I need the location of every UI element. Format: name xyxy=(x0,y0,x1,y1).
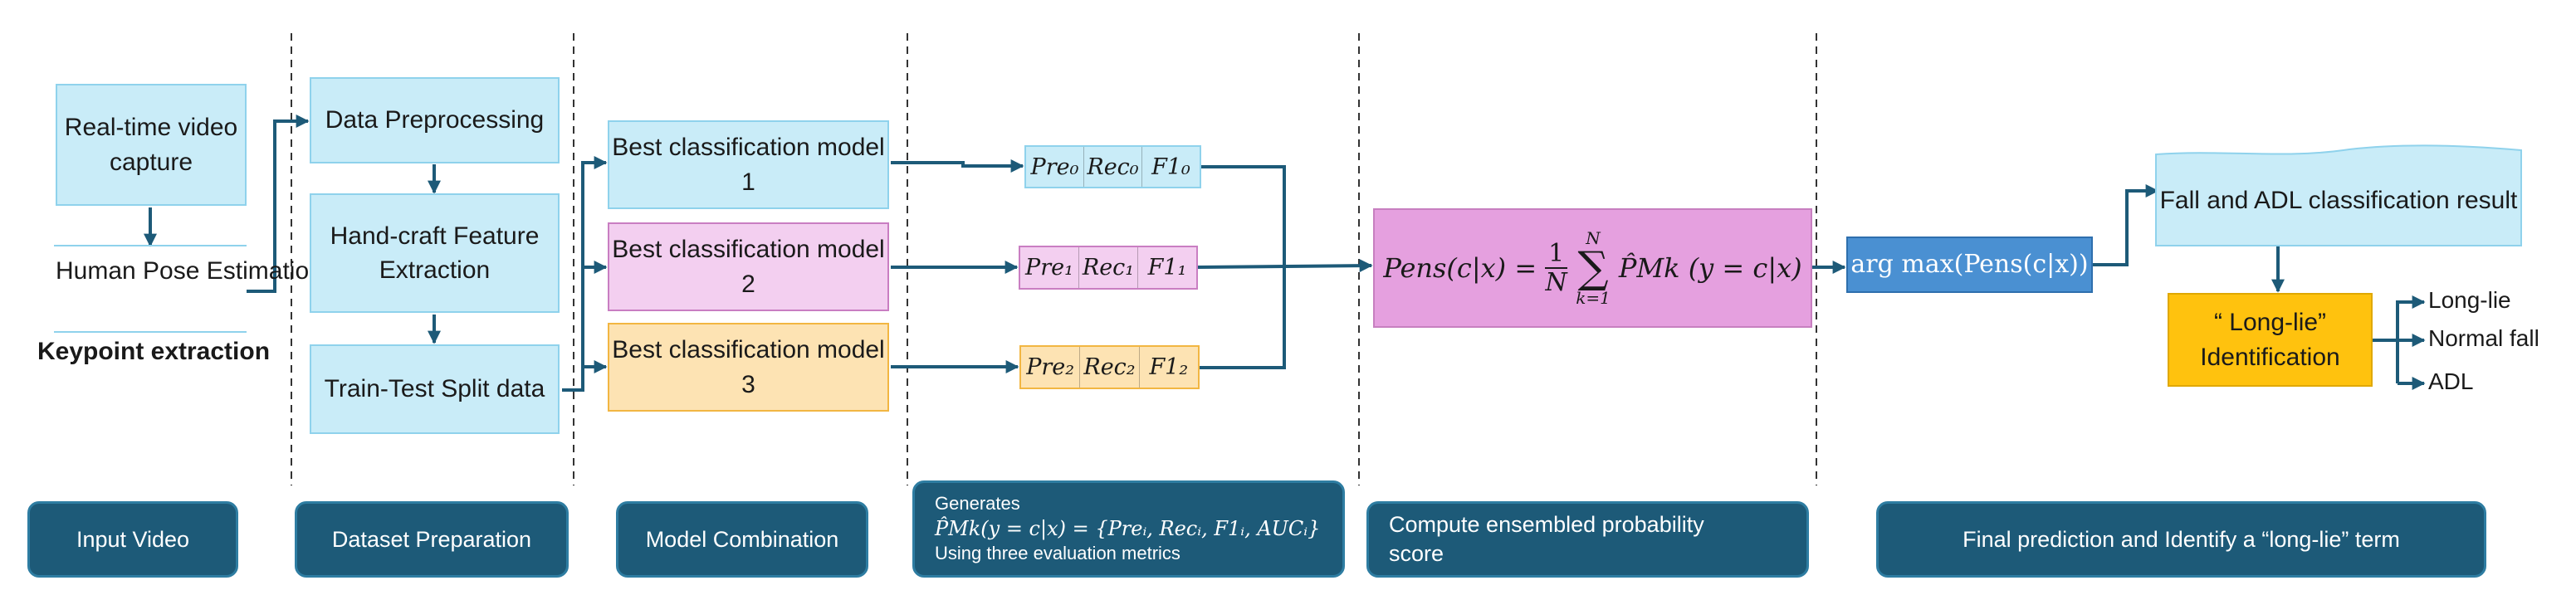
video-capture-box: Real-time video capture xyxy=(56,84,247,206)
model-3-label: Best classification model 3 xyxy=(612,336,885,398)
stage-model-combination: Model Combination xyxy=(616,501,868,578)
ensemble-formula-box: Pens(c|x) = 1 N N ∑ k=1 P̂Mk (y = c|x) xyxy=(1373,208,1812,328)
model-2-label: Best classification model 2 xyxy=(612,236,885,298)
feature-extraction-box: Hand-craft Feature Extraction xyxy=(310,193,560,313)
model-1-box: Best classification model 1 xyxy=(608,120,889,209)
long-lie-label: “ Long-lie” Identification xyxy=(2200,309,2340,371)
stage-final-prediction: Final prediction and Identify a “long-li… xyxy=(1876,501,2486,578)
preprocessing-label: Data Preprocessing xyxy=(325,106,545,134)
generates-title: Generates xyxy=(935,493,1020,515)
metric-f1-2: F1₂ xyxy=(1138,347,1198,388)
result-label: Fall and ADL classification result xyxy=(2159,187,2518,215)
result-box: Fall and ADL classification result xyxy=(2156,158,2521,244)
ensemble-fraction: 1 N xyxy=(1545,240,1568,297)
metric-rec-0: Rec₀ xyxy=(1083,147,1141,187)
metric-rec-2: Rec₂ xyxy=(1079,347,1138,388)
metric-pre-2: Pre₂ xyxy=(1026,354,1075,380)
outcome-long-lie: Long-lie xyxy=(2428,287,2511,313)
metric-row-0: Pre₀ Rec₀ F1₀ xyxy=(1024,145,1201,188)
metric-f1-1: F1₁ xyxy=(1137,247,1196,288)
stage-final-prediction-label: Final prediction and Identify a “long-li… xyxy=(1963,526,2400,552)
sum-sign-icon: ∑ xyxy=(1577,243,1609,293)
outcome-normal-fall: Normal fall xyxy=(2428,325,2539,351)
keypoint-extraction-label: Keypoint extraction xyxy=(37,338,271,365)
arrow-argmax-to-result xyxy=(2093,184,2159,266)
fraction-denominator: N xyxy=(1545,268,1567,297)
stage-dataset-preparation-label: Dataset Preparation xyxy=(331,526,532,552)
train-test-split-label: Train-Test Split data xyxy=(324,375,545,403)
ensemble-lhs: Pens(c|x) = xyxy=(1383,251,1537,284)
arrow-split-to-model1 xyxy=(562,156,608,392)
model-1-label: Best classification model 1 xyxy=(612,134,885,196)
stage-dataset-preparation: Dataset Preparation xyxy=(295,501,569,578)
sum-upper-limit: N xyxy=(1586,228,1601,248)
pose-estimation-label: Human Pose Estimation xyxy=(56,257,323,285)
feature-extraction-label: Hand-craft Feature Extraction xyxy=(330,222,540,284)
metric-pre-1: Pre₁ xyxy=(1025,255,1073,280)
metric-row-2: Pre₂ Rec₂ F1₂ xyxy=(1019,345,1200,389)
long-lie-box: “ Long-lie” Identification xyxy=(2168,293,2373,387)
result-box-shape xyxy=(2155,144,2522,246)
stage-input-video-label: Input Video xyxy=(76,526,190,552)
arrow-metrics-to-ensemble xyxy=(1197,259,1373,273)
train-test-split-box: Train-Test Split data xyxy=(310,344,560,434)
generates-formula: P̂Mk(y = c|x) = {Preᵢ, Recᵢ, F1ᵢ, AUCᵢ} xyxy=(935,516,1321,540)
stage-generates: Generates P̂Mk(y = c|x) = {Preᵢ, Recᵢ, F… xyxy=(912,480,1345,578)
preprocessing-box: Data Preprocessing xyxy=(310,77,560,163)
model-3-box: Best classification model 3 xyxy=(608,323,889,412)
metric-rec-1: Rec₁ xyxy=(1078,247,1137,288)
model-2-box: Best classification model 2 xyxy=(608,222,889,311)
outcome-adl: ADL xyxy=(2428,368,2474,394)
stage-input-video: Input Video xyxy=(27,501,238,578)
sum-lower-limit: k=1 xyxy=(1576,288,1611,308)
generates-note: Using three evaluation metrics xyxy=(935,543,1180,564)
metric-row-1: Pre₁ Rec₁ F1₁ xyxy=(1019,246,1198,290)
summation: N ∑ k=1 xyxy=(1576,230,1611,306)
fraction-numerator: 1 xyxy=(1545,240,1568,269)
stage-model-combination-label: Model Combination xyxy=(645,526,839,552)
metric-f1-0: F1₀ xyxy=(1141,147,1200,187)
line-metric2-to-merge xyxy=(1200,267,1286,369)
ensemble-term: P̂Mk (y = c|x) xyxy=(1618,251,1802,284)
argmax-box: arg max(Pens(c|x)) xyxy=(1846,237,2093,293)
stage-compute-ensemble-label: Compute ensembled probability score xyxy=(1389,511,1704,566)
stage-compute-ensemble: Compute ensembled probability score xyxy=(1366,501,1809,578)
argmax-label: arg max(Pens(c|x)) xyxy=(1850,250,2089,280)
arrow-pose-to-preprocessing xyxy=(247,115,310,293)
arrow-model1-to-metric0 xyxy=(891,159,1024,173)
video-capture-label: Real-time video capture xyxy=(64,114,238,176)
metric-pre-0: Pre₀ xyxy=(1030,154,1079,180)
line-metric0-to-merge xyxy=(1201,165,1286,267)
stage-dividers xyxy=(291,33,1817,485)
